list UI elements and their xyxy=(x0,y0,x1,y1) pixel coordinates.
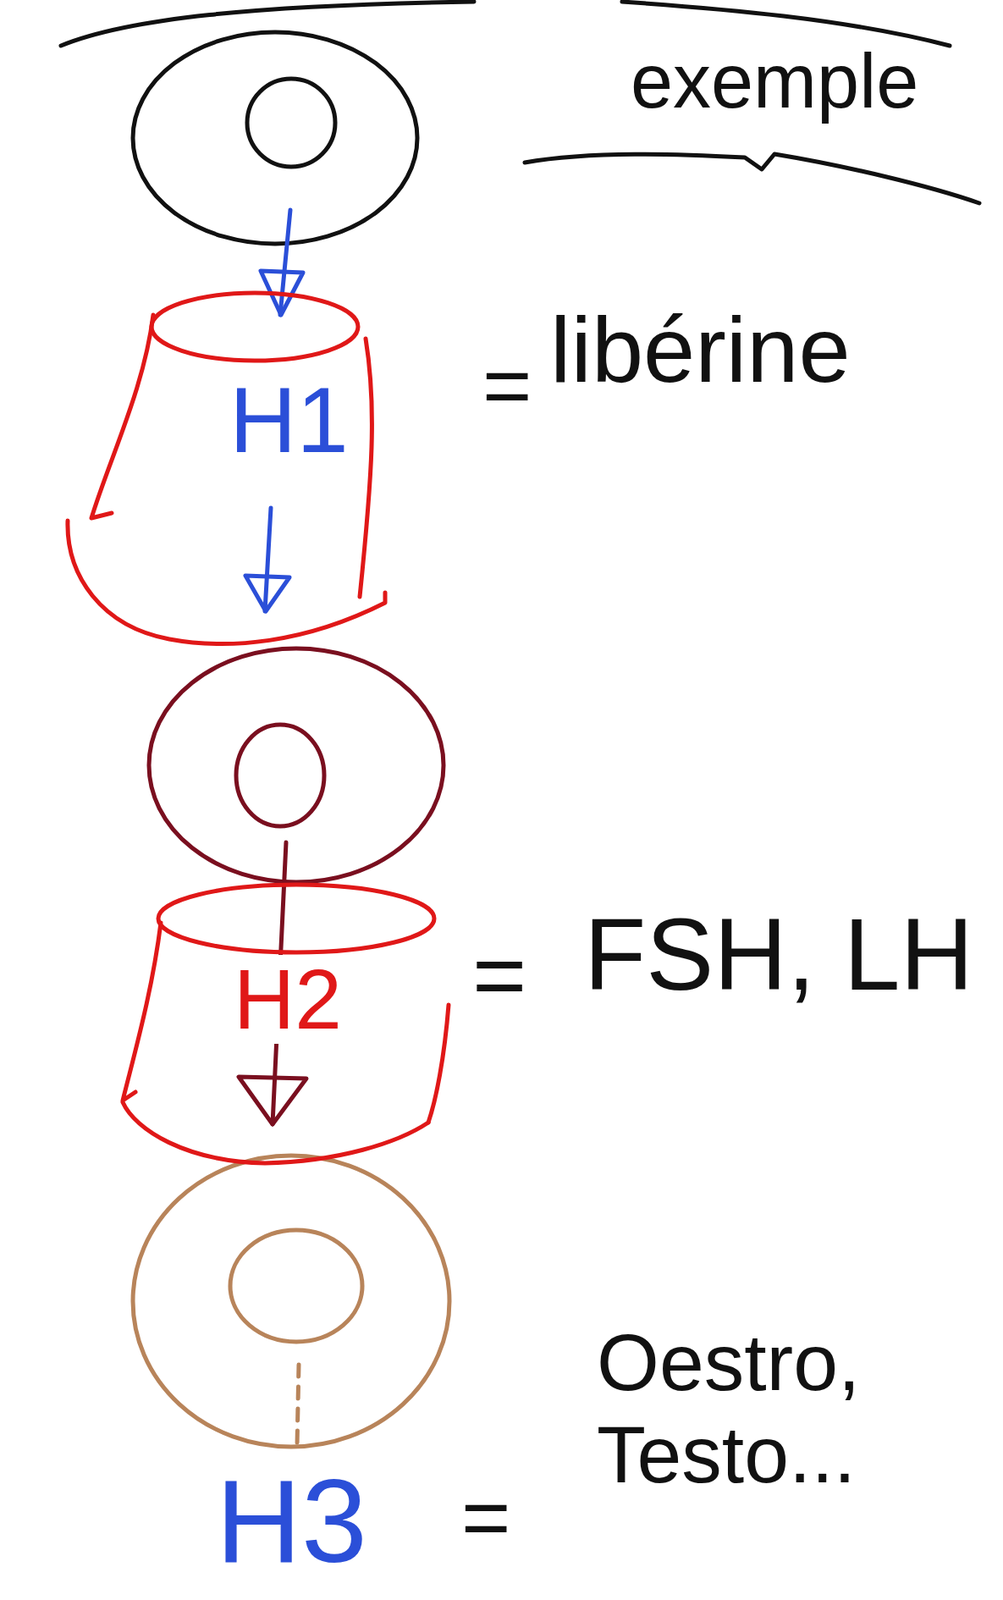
cup-side xyxy=(67,520,386,645)
equals-sign: = xyxy=(472,920,527,1029)
cup-rim xyxy=(158,884,435,953)
hormone-name: libérine xyxy=(550,296,851,404)
label-box: = xyxy=(461,1468,511,1566)
equals-sign: = xyxy=(461,1468,511,1566)
label-box: exemple xyxy=(630,38,919,127)
arrow-line xyxy=(264,507,271,612)
arrow-head xyxy=(238,1076,307,1125)
hormone-tag: H3 xyxy=(215,1452,368,1589)
label-box: H3 xyxy=(215,1452,368,1589)
title-note: exemple xyxy=(630,38,919,127)
gland-outer xyxy=(132,32,418,244)
label-box: = xyxy=(472,920,527,1029)
label-box: = xyxy=(482,336,532,435)
cup-rim xyxy=(151,292,359,361)
hormone-name: Oestro, Testo... xyxy=(596,1316,953,1502)
hormone-cup: H2 xyxy=(110,871,466,1177)
label-box: libérine xyxy=(550,296,851,404)
label-box: FSH, LH xyxy=(584,895,974,1013)
hormone-cup: H1 xyxy=(59,279,398,661)
gland-outer xyxy=(148,648,444,882)
equals-sign: = xyxy=(482,336,532,435)
gland-inner xyxy=(230,1229,363,1342)
hormone-label: H1 xyxy=(224,370,354,469)
cup-side xyxy=(122,1102,429,1163)
arrow-head xyxy=(245,575,290,612)
cup-outline xyxy=(59,279,398,661)
cup-side xyxy=(122,922,161,1101)
gland-inner xyxy=(247,78,336,167)
top-stroke xyxy=(60,1,474,46)
label-box: Oestro, Testo... xyxy=(596,1316,953,1502)
hormone-label: H2 xyxy=(228,954,348,1044)
cup-side xyxy=(428,1004,449,1123)
gland-inner xyxy=(236,724,325,827)
wavy-underline xyxy=(524,154,980,204)
cup-side xyxy=(91,314,154,519)
gland-outer xyxy=(132,1155,450,1447)
dashed-line xyxy=(297,1364,299,1446)
cup-side xyxy=(359,338,372,597)
hormone-name: FSH, LH xyxy=(584,895,974,1013)
